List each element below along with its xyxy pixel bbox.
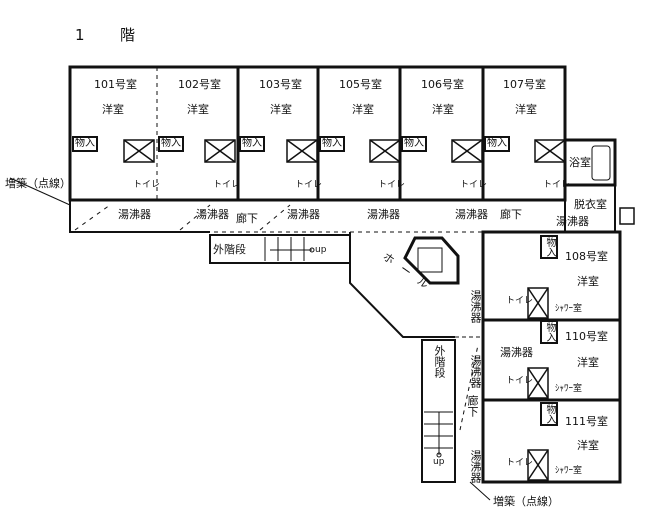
- extension-note-left: 増築（点線）: [5, 177, 71, 190]
- room-110-label: 110号室: [565, 330, 608, 343]
- toilet-106: トイレ: [460, 180, 488, 190]
- stairs-up-lower: up: [433, 457, 445, 467]
- closet-102: 物入: [158, 136, 184, 152]
- water-heater-106: 湯沸器: [455, 208, 488, 221]
- room-108-label: 108号室: [565, 250, 608, 263]
- room-111-type: 洋室: [577, 439, 599, 452]
- room-102-type: 洋室: [187, 103, 209, 116]
- room-106-type: 洋室: [432, 103, 454, 116]
- closet-103: 物入: [239, 136, 265, 152]
- closet-108: 物入: [540, 235, 558, 259]
- water-heater-110b: 湯沸器: [469, 355, 482, 388]
- room-103-type: 洋室: [270, 103, 292, 116]
- shower-108: ｼｬﾜｰ室: [555, 304, 583, 314]
- water-heater-108: 湯沸器: [469, 290, 482, 323]
- room-108-type: 洋室: [577, 275, 599, 288]
- water-heater-105: 湯沸器: [367, 208, 400, 221]
- water-heater-110: 湯沸器: [500, 346, 533, 359]
- room-107-type: 洋室: [515, 103, 537, 116]
- toilet-108: トイレ: [506, 296, 534, 306]
- water-heater-107: 湯沸器: [556, 215, 589, 228]
- room-106-label: 106号室: [421, 78, 464, 91]
- room-101-type: 洋室: [102, 103, 124, 116]
- floor-label: 階: [120, 26, 136, 44]
- corridor-label-lower: 廊下: [466, 395, 479, 417]
- toilet-105: トイレ: [378, 180, 406, 190]
- room-103-label: 103号室: [259, 78, 302, 91]
- toilet-107: トイレ: [543, 180, 571, 190]
- room-111-label: 111号室: [565, 415, 608, 428]
- toilet-103: トイレ: [295, 180, 323, 190]
- extension-note-bottom: 増築（点線）: [493, 495, 559, 508]
- outer-stairs-label-top: 外階段: [213, 243, 246, 256]
- water-heater-102: 湯沸器: [196, 208, 229, 221]
- toilet-110: トイレ: [506, 376, 534, 386]
- room-110-type: 洋室: [577, 356, 599, 369]
- shower-111: ｼｬﾜｰ室: [555, 466, 583, 476]
- water-heater-103: 湯沸器: [287, 208, 320, 221]
- room-105-type: 洋室: [352, 103, 374, 116]
- corridor-label-left: 廊下: [236, 212, 258, 225]
- corridor-label-right: 廊下: [500, 208, 522, 221]
- closet-110: 物入: [540, 320, 558, 344]
- toilet-102: トイレ: [213, 180, 241, 190]
- stairs-up-top: up: [315, 245, 327, 255]
- room-102-label: 102号室: [178, 78, 221, 91]
- toilet-101: トイレ: [133, 180, 161, 190]
- bath-label: 浴室: [569, 156, 591, 169]
- room-107-label: 107号室: [503, 78, 546, 91]
- room-105-label: 105号室: [339, 78, 382, 91]
- dressing-room-label: 脱衣室: [574, 198, 607, 211]
- outer-stairs-label-lower: 外階段: [433, 345, 446, 378]
- room-101-label: 101号室: [94, 78, 137, 91]
- closet-111: 物入: [540, 402, 558, 426]
- water-heater-101: 湯沸器: [118, 208, 151, 221]
- shower-110: ｼｬﾜｰ室: [555, 384, 583, 394]
- closet-105: 物入: [319, 136, 345, 152]
- floor-number: 1: [75, 26, 85, 44]
- closet-101: 物入: [72, 136, 98, 152]
- closet-106: 物入: [401, 136, 427, 152]
- toilet-111: トイレ: [506, 458, 534, 468]
- closet-107: 物入: [484, 136, 510, 152]
- water-heater-111: 湯沸器: [469, 450, 482, 483]
